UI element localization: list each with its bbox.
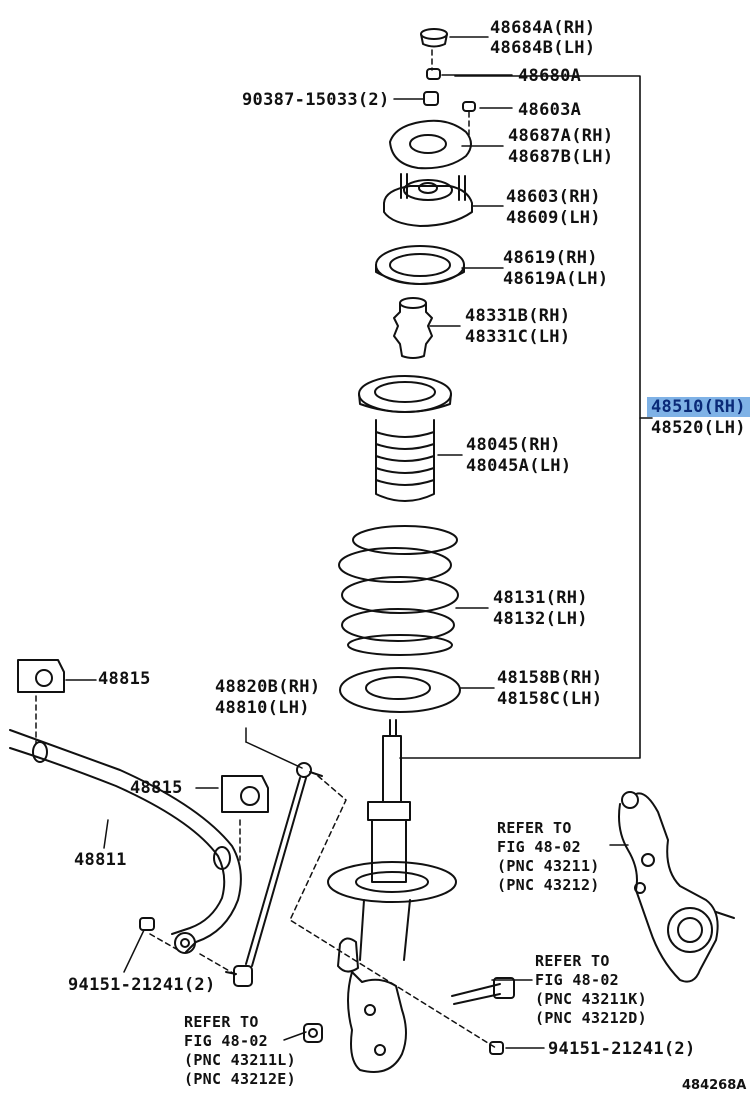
callout-nut-top: 48680A [518, 66, 582, 86]
callout-boot-rh: 48045(RH) [466, 435, 561, 455]
callout-spring-rh: 48131(RH) [493, 588, 588, 608]
callout-nut-small: 48603A [518, 100, 582, 120]
callout-spring-lh: 48132(LH) [493, 609, 588, 629]
mounting-bolt [451, 977, 515, 1005]
callout-boot-lh: 48045A(LH) [466, 456, 572, 476]
assembly-bracket [399, 75, 653, 759]
callout-bumper-rh: 48331B(RH) [465, 306, 571, 326]
callout-support-lh: 48609(LH) [506, 208, 601, 228]
figure-code: 484268A [682, 1078, 747, 1093]
dust-boot [358, 375, 452, 502]
ref-bolt-line2: FIG 48-02 [535, 971, 619, 989]
strut-body [327, 719, 457, 1073]
nut-90387 [423, 91, 439, 106]
ref-knuckle-line4: (PNC 43212) [497, 876, 600, 894]
ref-bolt-line1: REFER TO [535, 952, 610, 970]
ref-bracket-line1: REFER TO [184, 1013, 259, 1031]
ref-bolt-line3: (PNC 43211K) [535, 990, 647, 1008]
ref-bracket-line4: (PNC 43212E) [184, 1070, 296, 1088]
nut-48603A [462, 101, 476, 112]
steering-knuckle [618, 791, 735, 983]
upper-support [383, 173, 473, 227]
callout-link-rh: 48820B(RH) [215, 677, 321, 697]
bushing-mid [221, 775, 269, 813]
leader-lines [65, 36, 629, 1049]
callout-bushing-left: 48815 [98, 669, 151, 689]
plate-48687 [389, 119, 472, 170]
callout-bearing-lh: 48619A(LH) [503, 269, 609, 289]
callout-support-rh: 48603(RH) [506, 187, 601, 207]
coil-spring [338, 525, 459, 656]
ref-knuckle-line1: REFER TO [497, 819, 572, 837]
callout-nut-bar: 94151-21241(2) [68, 975, 216, 995]
ref-knuckle-line2: FIG 48-02 [497, 838, 581, 856]
stabilizer-link [225, 762, 323, 987]
callout-cap-rh: 48684A(RH) [490, 18, 596, 38]
dust-cap [420, 28, 448, 48]
ref-bolt-line4: (PNC 43212D) [535, 1009, 647, 1027]
callout-seat-lh: 48158C(LH) [497, 689, 603, 709]
bump-stopper [393, 297, 433, 359]
spring-seat [339, 667, 461, 713]
bearing [375, 245, 465, 285]
nut-bar [139, 917, 155, 931]
callout-nut-low: 94151-21241(2) [548, 1039, 696, 1059]
callout-nut-left: 90387-15033(2) [242, 90, 390, 110]
callout-bumper-lh: 48331C(LH) [465, 327, 571, 347]
callout-assy-lh: 48520(LH) [651, 418, 746, 438]
callout-assy-rh[interactable]: 48510(RH) [647, 397, 750, 417]
ref-bracket-line3: (PNC 43211L) [184, 1051, 296, 1069]
nut-48680A [426, 68, 441, 80]
nut-low [489, 1041, 504, 1055]
callout-seat-rh: 48158B(RH) [497, 668, 603, 688]
bracket-nut [303, 1023, 323, 1043]
callout-link-lh: 48810(LH) [215, 698, 310, 718]
callout-bar: 48811 [74, 850, 127, 870]
ref-knuckle-line3: (PNC 43211) [497, 857, 600, 875]
stabilizer-bar [9, 729, 242, 954]
ref-bracket-line2: FIG 48-02 [184, 1032, 268, 1050]
callout-cap-lh: 48684B(LH) [490, 38, 596, 58]
callout-plate-lh: 48687B(LH) [508, 147, 614, 167]
callout-bearing-rh: 48619(RH) [503, 248, 598, 268]
callout-plate-rh: 48687A(RH) [508, 126, 614, 146]
bushing-left [17, 659, 65, 693]
callout-bushing-mid: 48815 [130, 778, 183, 798]
